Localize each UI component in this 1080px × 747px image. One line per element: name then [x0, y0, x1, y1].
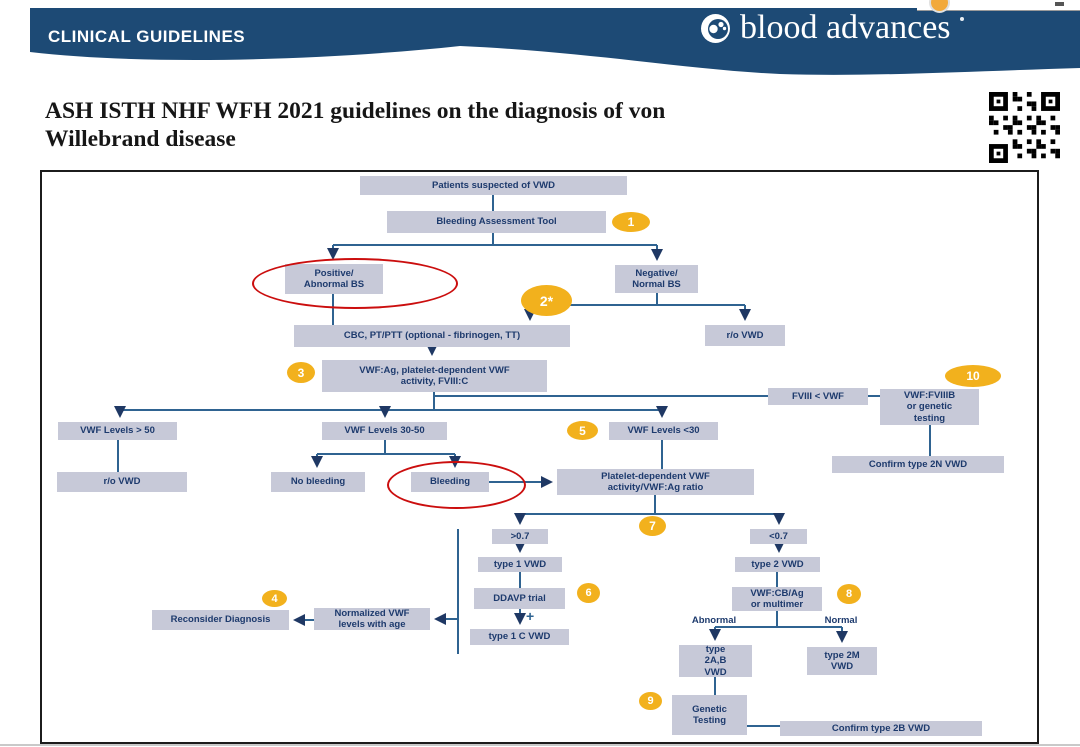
step-badge-4: 4	[262, 590, 287, 607]
node-vwf-levels-30-50: VWF Levels 30-50	[322, 422, 447, 440]
node-ro-vwd-left: r/o VWD	[57, 472, 187, 492]
flowchart-connectors	[114, 195, 931, 727]
node-reconsider-diagnosis: Reconsider Diagnosis	[152, 610, 289, 630]
page-bottom-rule	[0, 744, 1080, 746]
node-normalized-vwf-age: Normalized VWF levels with age	[314, 608, 430, 630]
node-vwf-levels-gt50: VWF Levels > 50	[58, 422, 177, 440]
node-type-1c-vwd: type 1 C VWD	[470, 629, 569, 645]
node-confirm-type-2n: Confirm type 2N VWD	[832, 456, 1004, 473]
node-genetic-testing: Genetic Testing	[672, 695, 747, 735]
node-negative-normal-bs: Negative/ Normal BS	[615, 265, 698, 293]
title-line-1: ASH ISTH NHF WFH 2021 guidelines on the …	[45, 98, 666, 124]
step-badge-5: 5	[567, 421, 598, 440]
node-ratio-lt-0-7: <0.7	[750, 529, 807, 544]
qr-code	[988, 92, 1061, 163]
journal-name: blood advances	[740, 9, 951, 46]
node-vwf-ag-panel: VWF:Ag, platelet-dependent VWF activity,…	[322, 360, 547, 392]
node-type-2-vwd: type 2 VWD	[735, 557, 820, 572]
step-badge-7: 7	[639, 516, 666, 536]
step-badge-1: 1	[612, 212, 650, 232]
node-type-2m-vwd: type 2M VWD	[807, 647, 877, 675]
node-type-1-vwd: type 1 VWD	[478, 557, 562, 572]
node-type-2ab-vwd: type 2A,B VWD	[679, 644, 752, 678]
node-bleeding-assessment-tool: Bleeding Assessment Tool	[387, 211, 606, 233]
node-ro-vwd-top: r/o VWD	[705, 325, 785, 346]
journal-logo: blood advances	[700, 11, 964, 45]
clinical-guidelines-label: CLINICAL GUIDELINES	[48, 27, 246, 46]
node-fviii-less-vwf: FVIII < VWF	[768, 388, 868, 405]
step-badge-10: 10	[945, 365, 1001, 387]
node-confirm-type-2b: Confirm type 2B VWD	[780, 721, 982, 736]
step-badge-6: 6	[577, 583, 600, 603]
browser-control-icon[interactable]	[1055, 2, 1064, 6]
highlight-ellipse-positive-bs	[252, 258, 458, 309]
node-vwf-cb-ag-multimer: VWF:CB/Ag or multimer	[732, 587, 822, 611]
highlight-ellipse-bleeding	[387, 461, 526, 509]
node-no-bleeding: No bleeding	[271, 472, 365, 492]
flowchart-frame: Patients suspected of VWD Bleeding Asses…	[40, 170, 1039, 744]
step-badge-8: 8	[837, 584, 861, 604]
title-line-2: Willebrand disease	[45, 126, 236, 152]
step-badge-2: 2*	[521, 285, 572, 316]
node-ratio-gt-0-7: >0.7	[492, 529, 548, 544]
node-ddavp-trial: DDAVP trial	[474, 588, 565, 609]
label-abnormal: Abnormal	[691, 615, 737, 626]
node-vwf-fviiib-genetic: VWF:FVIIIB or genetic testing	[880, 389, 979, 425]
header-banner	[30, 8, 1080, 75]
node-cbc-pt-ptt: CBC, PT/PTT (optional - fibrinogen, TT)	[294, 325, 570, 347]
browser-favicon-icon[interactable]	[929, 0, 950, 13]
step-badge-9: 9	[639, 692, 662, 710]
node-vwf-levels-lt30: VWF Levels <30	[609, 422, 718, 440]
step-badge-3: 3	[287, 362, 315, 383]
blood-advances-logo-icon	[701, 13, 730, 43]
label-normal: Normal	[824, 615, 858, 626]
page-title: ASH ISTH NHF WFH 2021 guidelines on the …	[45, 97, 945, 153]
label-plus: +	[526, 608, 535, 624]
browser-fragment	[917, 0, 1080, 13]
node-platelet-vwf-ratio: Platelet-dependent VWF activity/VWF:Ag r…	[557, 469, 754, 495]
trademark-mark	[959, 17, 964, 21]
node-patients-suspected: Patients suspected of VWD	[360, 176, 627, 195]
